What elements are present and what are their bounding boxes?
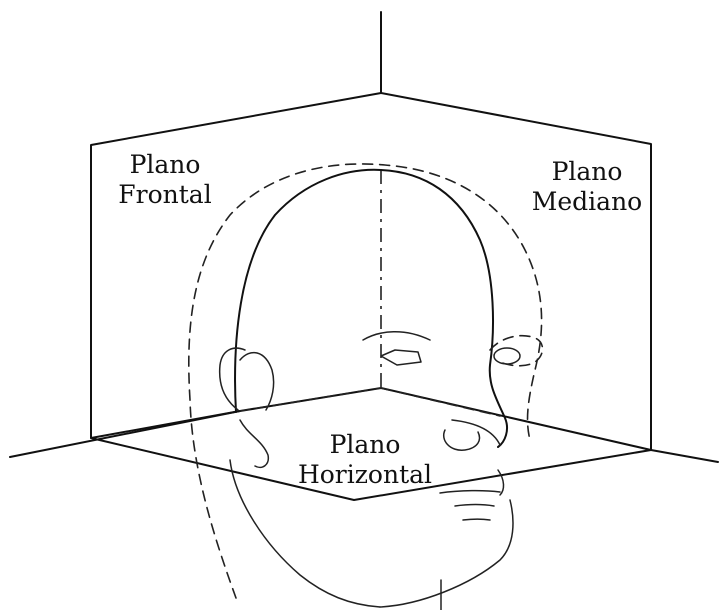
frontal-label-line1: Plano: [110, 150, 220, 180]
horizontal-label-line1: Plano: [290, 430, 440, 460]
nose-bridge: [452, 420, 500, 445]
horizontal-plane-label: Plano Horizontal: [290, 430, 440, 490]
ear-left-lower: [240, 420, 268, 467]
nose: [444, 430, 480, 450]
eyebrow: [363, 332, 430, 340]
ear-right-inner: [494, 348, 520, 364]
horizontal-plane-hidden-edge: [240, 388, 381, 411]
horizontal-label-line2: Horizontal: [290, 460, 440, 490]
chin-outline: [380, 500, 513, 607]
right-baseline: [651, 450, 718, 462]
median-label-line1: Plano: [522, 157, 652, 187]
ear-left-inner: [240, 353, 274, 410]
mouth-lower: [455, 505, 494, 507]
frontal-label-line2: Frontal: [110, 180, 220, 210]
lip-line: [463, 519, 490, 520]
frontal-plane-label: Plano Frontal: [110, 150, 220, 210]
ear-left: [220, 348, 245, 410]
median-label-line2: Mediano: [522, 187, 652, 217]
horizontal-plane-hidden-edge-right: [381, 388, 500, 416]
eye-upper: [381, 350, 421, 365]
head-side-profile: [189, 164, 542, 598]
median-plane-label: Plano Mediano: [522, 157, 652, 217]
mouth-upper: [440, 491, 500, 493]
